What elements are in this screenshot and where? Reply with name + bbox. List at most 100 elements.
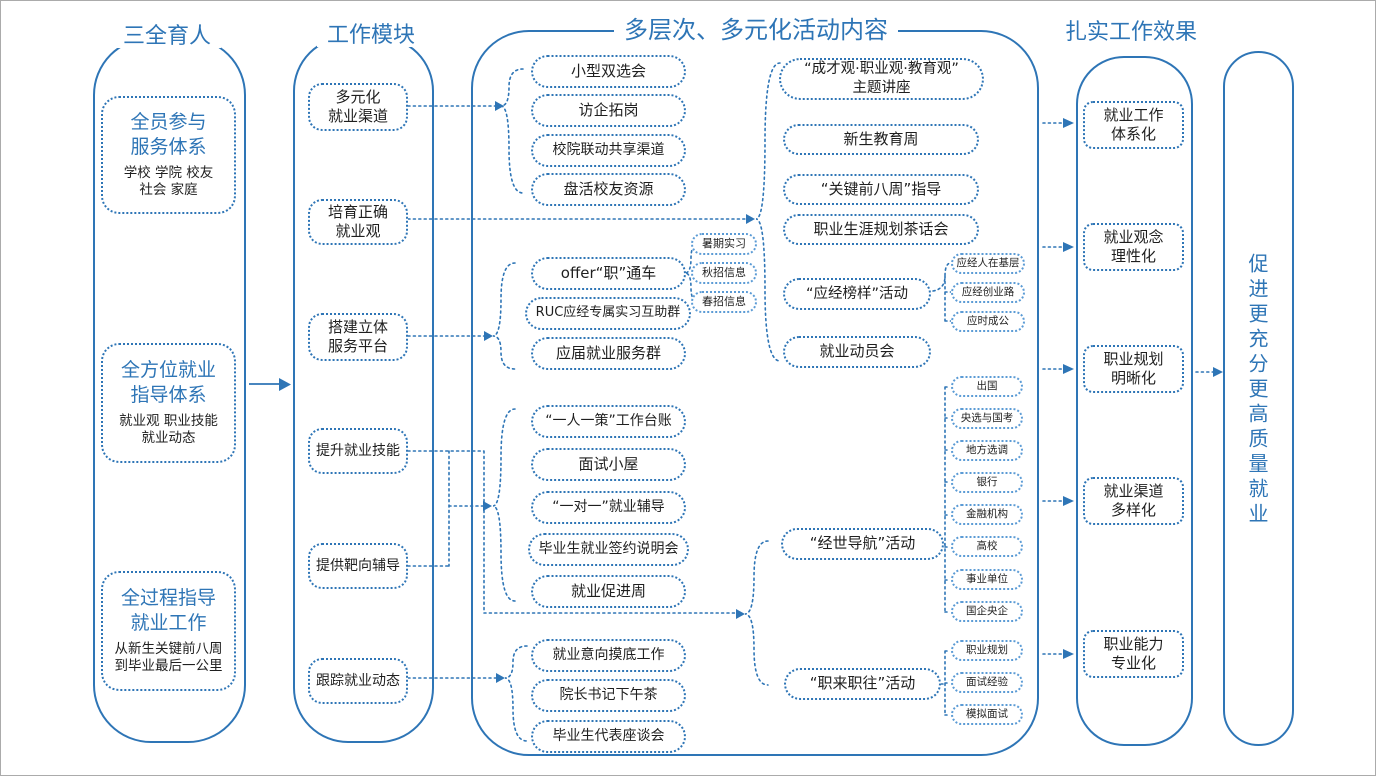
tag-label: 暑期实习: [702, 236, 746, 250]
tag-label: 职业规划: [966, 643, 1008, 656]
activity-label: 盘活校友资源: [563, 179, 654, 198]
goal-banner: 促进更充分更高质量就业: [1245, 253, 1269, 528]
activity-pill: “经世导航”活动: [781, 528, 944, 560]
tag-label: 事业单位: [966, 572, 1008, 585]
pillar-box-title: 全过程指导 就业工作: [120, 587, 216, 634]
tag-pill: 央选与国考: [951, 408, 1023, 429]
effect-label: 就业观念 理性化: [1103, 227, 1164, 266]
effect-label: 就业渠道 多样化: [1103, 481, 1164, 520]
activity-pill: “一人一策”工作台账: [531, 405, 686, 438]
activity-pill: 新生教育周: [783, 124, 979, 155]
activity-pill: RUC应经专属实习互助群: [525, 297, 691, 330]
activity-label: 访企拓岗: [578, 100, 639, 119]
tag-label: 应经创业路: [961, 285, 1015, 298]
pillar-box-all-staff: 全员参与 服务体系 学校 学院 校友 社会 家庭: [101, 96, 236, 214]
activity-pill: 毕业生代表座谈会: [531, 720, 686, 753]
activity-pill: “关键前八周”指导: [783, 174, 979, 205]
activity-label: 就业促进周: [570, 581, 646, 600]
effect-box: 就业工作 体系化: [1083, 101, 1184, 149]
activity-pill: “成才观·职业观·教育观” 主题讲座: [779, 58, 984, 100]
activity-pill: 访企拓岗: [531, 94, 686, 127]
activity-label: “职来职往”活动: [809, 674, 916, 693]
tag-pill: 春招信息: [691, 291, 757, 313]
tag-label: 国企央企: [966, 604, 1008, 617]
activity-label: “经世导航”活动: [809, 534, 916, 553]
tag-pill: 出国: [951, 376, 1023, 397]
module-box-targeted: 提供靶向辅导: [308, 543, 408, 589]
activity-label: “应经榜样”活动: [805, 285, 909, 302]
pillar-box-whole-process: 全过程指导 就业工作 从新生关键前八周 到毕业最后一公里: [101, 571, 236, 691]
tag-pill: 金融机构: [951, 504, 1023, 525]
tag-pill: 国企央企: [951, 601, 1023, 622]
tag-label: 银行: [976, 475, 998, 488]
pillar-box-title: 全方位就业 指导体系: [120, 359, 216, 406]
effect-label: 职业规划 明晰化: [1103, 349, 1164, 388]
activity-label: “一对一”就业辅导: [552, 499, 665, 516]
activity-label: 院长书记下午茶: [559, 687, 658, 704]
tag-pill: 暑期实习: [691, 233, 757, 255]
effect-box: 职业规划 明晰化: [1083, 345, 1184, 393]
activity-pill: 校院联动共享渠道: [531, 134, 686, 167]
activity-label: offer“职”通车: [560, 263, 657, 282]
activity-label: “关键前八周”指导: [820, 179, 942, 198]
column-title-modules: 工作模块: [316, 25, 426, 47]
tag-label: 高校: [976, 539, 998, 552]
activity-label: 面试小屋: [578, 454, 639, 473]
activity-label: 就业意向摸底工作: [552, 647, 665, 664]
tag-pill: 面试经验: [951, 672, 1023, 693]
tag-label: 应经人在基层: [956, 256, 1020, 269]
activity-label: 就业动员会: [819, 342, 895, 361]
activity-pill: 应届就业服务群: [531, 337, 686, 370]
effect-label: 职业能力 专业化: [1103, 634, 1164, 673]
activity-label: 毕业生就业签约说明会: [538, 541, 679, 558]
module-label: 提供靶向辅导: [316, 557, 400, 574]
activity-pill: offer“职”通车: [531, 257, 686, 290]
tag-label: 春招信息: [702, 294, 746, 308]
activity-label: 毕业生代表座谈会: [552, 728, 665, 745]
activity-pill: “一对一”就业辅导: [531, 491, 686, 524]
activity-label: 新生教育周: [843, 129, 919, 148]
tag-label: 央选与国考: [960, 411, 1014, 424]
column-title-effects: 扎实工作效果: [1054, 22, 1208, 44]
column-effects: [1076, 56, 1193, 746]
column-modules: [293, 36, 434, 743]
tag-pill: 应时成公: [951, 311, 1025, 332]
tag-pill: 秋招信息: [691, 262, 757, 284]
tag-pill: 模拟面试: [951, 704, 1023, 725]
pillar-box-sub: 就业观 职业技能 就业动态: [119, 412, 218, 447]
activity-pill: 就业意向摸底工作: [531, 639, 686, 672]
tag-pill: 高校: [951, 536, 1023, 557]
activity-pill: 盘活校友资源: [531, 173, 686, 206]
activity-label: RUC应经专属实习互助群: [535, 305, 681, 321]
tag-pill: 事业单位: [951, 569, 1023, 590]
module-label: 提升就业技能: [316, 442, 400, 459]
tag-pill: 地方选调: [951, 440, 1023, 461]
pillar-box-all-round: 全方位就业 指导体系 就业观 职业技能 就业动态: [101, 343, 236, 463]
column-title-sanquan: 三全育人: [112, 26, 222, 48]
activity-pill: 小型双选会: [531, 55, 686, 88]
activity-label: 校院联动共享渠道: [552, 142, 665, 159]
activity-pill: 职业生涯规划茶话会: [783, 214, 979, 245]
activity-label: “成才观·职业观·教育观” 主题讲座: [804, 61, 959, 96]
tag-label: 面试经验: [966, 675, 1008, 688]
tag-pill: 职业规划: [951, 640, 1023, 661]
module-box-outlook: 培育正确 就业观: [308, 199, 408, 245]
pillar-box-title: 全员参与 服务体系: [130, 111, 207, 158]
activity-label: 应届就业服务群: [555, 343, 661, 362]
activity-label: “一人一策”工作台账: [545, 413, 672, 430]
activity-pill: “职来职往”活动: [784, 668, 941, 700]
tag-label: 地方选调: [966, 443, 1008, 456]
tag-pill: 应经人在基层: [951, 253, 1025, 274]
activity-label: 小型双选会: [570, 61, 646, 80]
module-label: 搭建立体 服务平台: [327, 317, 388, 356]
tag-label: 模拟面试: [966, 707, 1008, 720]
module-label: 多元化 就业渠道: [327, 87, 388, 126]
pillar-box-sub: 学校 学院 校友 社会 家庭: [123, 164, 214, 199]
column-title-activities: 多层次、多元化活动内容: [614, 18, 898, 42]
tag-label: 金融机构: [966, 507, 1008, 520]
module-box-skills: 提升就业技能: [308, 428, 408, 474]
activity-pill: “应经榜样”活动: [783, 278, 931, 310]
activity-label: 职业生涯规划茶话会: [813, 219, 949, 238]
pillar-box-sub: 从新生关键前八周 到毕业最后一公里: [114, 640, 223, 675]
